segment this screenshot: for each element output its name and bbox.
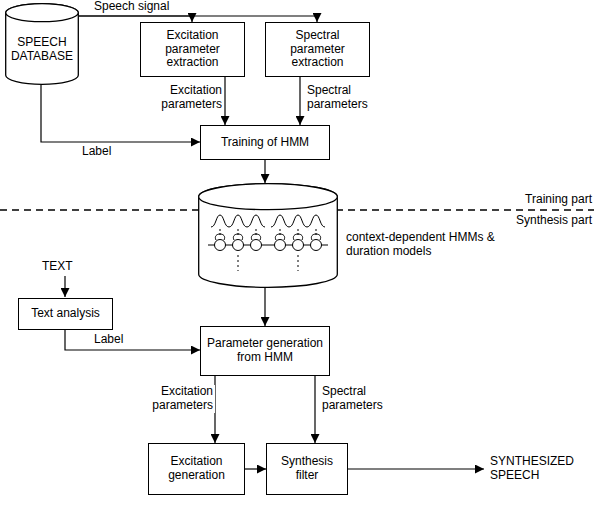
node-text: Excitation generation [154, 455, 239, 483]
input-label: TEXT [40, 260, 104, 274]
process-box: Excitation parameter extraction [140, 22, 245, 77]
flow-arrow [314, 376, 315, 443]
flow-arrow [264, 288, 265, 326]
edge-label: Spectral parameters [320, 385, 412, 413]
node-text: Excitation parameter extraction [146, 29, 239, 70]
node-text: Spectral parameter extraction [271, 29, 364, 70]
node-text: Training of HMM [221, 136, 309, 150]
process-box: Text analysis [18, 298, 113, 330]
node-text: SPEECH DATABASE [8, 36, 76, 64]
process-box: Spectral parameter extraction [265, 22, 370, 77]
output-label: SYNTHESIZED SPEECH [488, 455, 592, 483]
outside-caption: context-dependent HMMs & duration models [346, 231, 496, 259]
flow-arrow [245, 468, 266, 469]
section-label: Training part [470, 193, 594, 207]
flow-arrow [299, 77, 300, 125]
edge-label: Label [80, 145, 134, 159]
section-label: Synthesis part [470, 214, 594, 228]
edge-label: Speech signal [92, 0, 176, 14]
flow-arrow [224, 77, 225, 125]
hmm-illustration [208, 215, 328, 271]
process-box: Synthesis filter [266, 443, 348, 495]
database-cylinder: SPEECH DATABASE [5, 3, 79, 85]
edge-label: Label [92, 333, 146, 347]
edge-label: Spectral parameters [305, 84, 391, 112]
edge-label: Excitation parameters [138, 84, 224, 112]
input-arrow [64, 276, 65, 297]
node-text: Parameter generation from HMM [206, 337, 324, 365]
process-box: Excitation generation [148, 443, 245, 495]
node-text: Text analysis [31, 307, 100, 321]
output-arrow [348, 468, 484, 469]
node-text: Synthesis filter [272, 455, 342, 483]
edge-label: Excitation parameters [123, 385, 215, 413]
cylinder-outline [198, 183, 338, 288]
process-box: Training of HMM [200, 125, 330, 160]
process-box: Parameter generation from HMM [200, 326, 330, 376]
model-database: context-dependent HMMs & duration models [198, 183, 338, 288]
flow-arrow [65, 330, 200, 350]
flow-arrow [264, 160, 265, 183]
